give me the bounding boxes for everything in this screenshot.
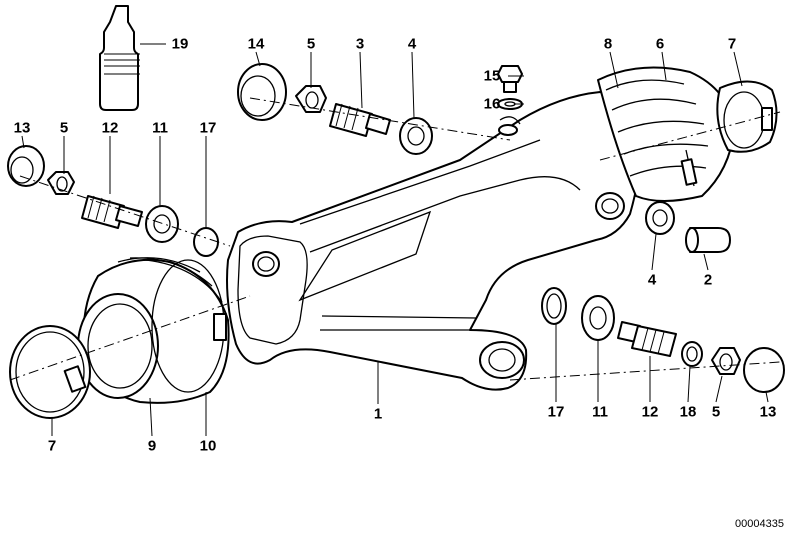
- clamp-7-bottom: [9, 325, 91, 419]
- rubber-boot-9: [77, 257, 230, 404]
- callout-11-bottom: 11: [592, 403, 608, 421]
- callout-17-bottom: 17: [547, 403, 565, 421]
- cap-13-left: [7, 145, 45, 187]
- cap-14: [237, 63, 287, 121]
- cap-13-right: [743, 347, 785, 393]
- callout-15: 15: [483, 67, 501, 85]
- adjuster-pin-3: [329, 103, 391, 137]
- callout-6: 6: [655, 35, 665, 53]
- callout-7-bottom: 7: [47, 437, 57, 455]
- callout-8: 8: [603, 35, 613, 53]
- callout-13-bottom: 13: [759, 403, 777, 421]
- ring-17-right: [541, 287, 567, 325]
- leader-lines: [21, 43, 769, 437]
- adjuster-pin-12-right: [617, 321, 677, 357]
- callout-13-left: 13: [13, 119, 31, 137]
- document-number: 00004335: [735, 518, 784, 530]
- ring-17-left: [193, 227, 219, 257]
- callout-7-top: 7: [727, 35, 737, 53]
- nut-5-left: [47, 171, 75, 195]
- callout-14: 14: [247, 35, 265, 53]
- callout-10: 10: [199, 437, 217, 455]
- oil-bottle-part: [99, 5, 140, 111]
- callout-9: 9: [147, 437, 157, 455]
- bearing-11-left: [145, 205, 179, 243]
- callout-12-left: 12: [101, 119, 119, 137]
- clamp-10: [151, 259, 227, 393]
- bolt-15: [497, 65, 523, 93]
- rubber-boot-right: [597, 66, 778, 202]
- washer-18: [681, 341, 703, 367]
- swinging-arm-housing: [226, 91, 644, 391]
- callout-16: 16: [483, 95, 501, 113]
- nut-5-bottom: [711, 347, 741, 375]
- callout-19: 19: [171, 35, 189, 53]
- callout-5-bottom: 5: [711, 403, 721, 421]
- callout-18: 18: [679, 403, 697, 421]
- callout-17-left: 17: [199, 119, 217, 137]
- callout-4-top: 4: [407, 35, 417, 53]
- callout-2: 2: [703, 271, 713, 289]
- callout-1: 1: [373, 405, 383, 423]
- bearing-4-right: [645, 201, 675, 235]
- bearing-4-top: [399, 117, 433, 155]
- callout-12-bottom: 12: [641, 403, 659, 421]
- callout-11-left: 11: [152, 119, 168, 137]
- callout-4-right: 4: [647, 271, 657, 289]
- callout-5-left: 5: [59, 119, 69, 137]
- plug-2: [685, 227, 731, 253]
- callout-5-top: 5: [306, 35, 316, 53]
- bearing-11-right: [581, 295, 615, 341]
- adjuster-pin-12-left: [81, 195, 143, 229]
- callout-3: 3: [355, 35, 365, 53]
